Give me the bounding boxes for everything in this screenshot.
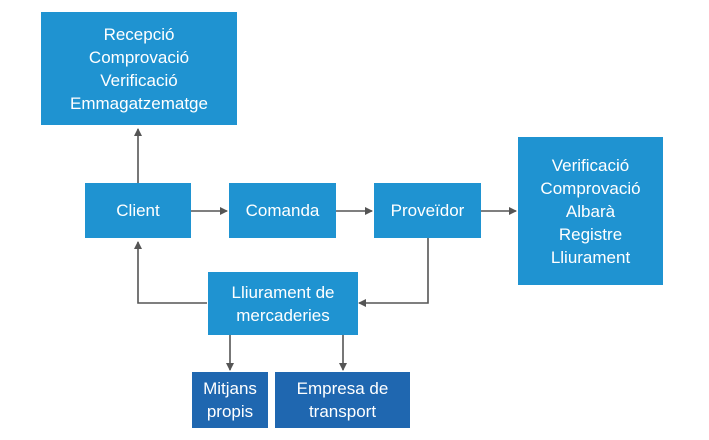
reception-line-2: Comprovació <box>88 47 190 67</box>
delivery-line-1: Lliurament de <box>231 282 335 302</box>
verification-line-2: Comprovació <box>540 178 641 198</box>
order-label: Comanda <box>245 201 320 220</box>
verification-box: Verificació Comprovació Albarà Registre … <box>518 137 663 285</box>
arrow-delivery-to-client <box>134 241 207 304</box>
verification-line-3: Albarà <box>565 201 616 221</box>
supplier-box: Proveïdor <box>374 183 481 238</box>
reception-line-3: Verificació <box>100 70 178 90</box>
delivery-box: Lliurament de mercaderies <box>208 272 358 335</box>
own-means-box: Mitjans propis <box>192 372 268 428</box>
delivery-line-2: mercaderies <box>236 305 330 325</box>
verification-line-1: Verificació <box>551 155 630 175</box>
verification-line-4: Registre <box>558 224 623 244</box>
client-box: Client <box>85 183 191 238</box>
client-label: Client <box>116 201 160 220</box>
own-means-line-2: propis <box>206 402 254 421</box>
verification-line-5: Lliurament <box>550 247 631 267</box>
own-means-line-1: Mitjans <box>203 379 257 398</box>
transport-company-box: Empresa de transport <box>275 372 410 428</box>
reception-box: Recepció Comprovació Verificació Emmagat… <box>41 12 237 125</box>
order-box: Comanda <box>229 183 336 238</box>
arrow-supplier-to-delivery <box>358 238 429 307</box>
reception-line-4: Emmagatzematge <box>70 93 208 113</box>
transport-company-line-1: Empresa de <box>296 379 389 398</box>
transport-company-line-2: transport <box>308 402 377 421</box>
supplier-label: Proveïdor <box>390 201 465 220</box>
reception-line-1: Recepció <box>103 24 175 44</box>
